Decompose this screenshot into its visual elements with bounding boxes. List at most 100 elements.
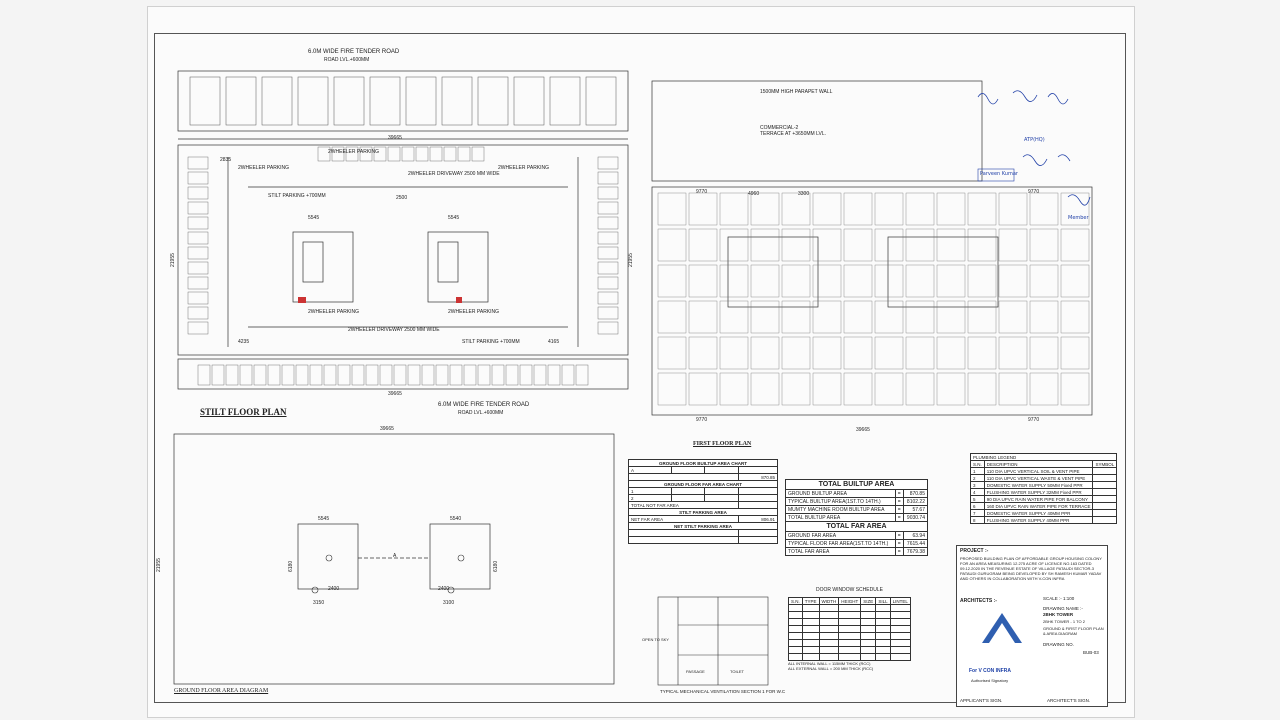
row-label: GROUND FAR AREA [785, 531, 896, 540]
room-outline [812, 264, 842, 298]
parking-bay [393, 364, 407, 386]
parking-bay [597, 321, 619, 335]
legend-symbol [1092, 509, 1118, 517]
parking-bay [421, 364, 435, 386]
parking-bay [337, 364, 351, 386]
legend-symbol [1092, 467, 1118, 475]
room-outline [719, 228, 749, 262]
gf-net-stilt: NET STILT PARKING AREA [628, 522, 778, 530]
legend-desc: 110 DIA UPVC VERTICAL WASTE & VENT PIPE [983, 474, 1094, 482]
gf-net-far: NET FAR AREA [628, 515, 739, 523]
parking-bay [597, 246, 619, 260]
legend-num: 8 [970, 516, 985, 524]
room-outline [843, 336, 873, 370]
legend-symbol [1092, 502, 1118, 510]
row-value: 7679.38 [902, 547, 929, 556]
parking-bay [253, 364, 267, 386]
room-outline [812, 336, 842, 370]
parking-bay [187, 291, 209, 305]
schedule-header: SIZE [860, 597, 877, 605]
table-row: GROUND BUILTUP AREA=870.85 [785, 489, 929, 498]
room-outline [688, 192, 718, 226]
room-outline [1029, 372, 1059, 406]
dim-2400: 2400 [438, 586, 450, 592]
legend-num: 5 [970, 495, 985, 503]
approval-stamps: Parveen Kumar ATP(HQ) Member [968, 87, 1098, 237]
room-outline [936, 264, 966, 298]
dim-3100: 3100 [443, 600, 455, 606]
room-outline [688, 300, 718, 334]
drawing-name-label: DRAWING NAME :- [1043, 606, 1083, 611]
stilt-parking-label: STILT PARKING +700MM [268, 193, 326, 199]
schedule-row [788, 646, 911, 654]
room-outline [843, 228, 873, 262]
gf-stilt-area: STILT PARKING AREA [628, 508, 778, 516]
open-to-sky: OPEN TO SKY [642, 637, 669, 642]
dim-2500: 2500 [396, 195, 408, 201]
room-outline [750, 336, 780, 370]
room-outline [719, 264, 749, 298]
ventilation-section: OPEN TO SKY PASSAGE TOILET TYPICAL MECHA… [638, 595, 785, 695]
shop-unit [477, 76, 509, 126]
parking-bay [597, 261, 619, 275]
schedule-header: HEIGHT [838, 597, 862, 605]
dim-5540: 5540 [450, 516, 462, 522]
row-label: MUMTY MACHINE ROOM BUILTUP AREA [785, 505, 896, 514]
road-top-level: ROAD LVL.+600MM [324, 57, 370, 63]
drawing-frame [154, 33, 1126, 703]
row-label: TYPICAL FLOOR FAR AREA(1ST.TO 14TH.) [785, 539, 896, 548]
gf-net-far-value: 806.91 [737, 515, 779, 523]
gf-builtup-chart: GROUND FLOOR BUILTUP AREA CHART A 870.85… [628, 459, 779, 544]
room-outline [1029, 192, 1059, 226]
dim-9770: 9770 [696, 417, 708, 423]
dim-3150: 3150 [313, 600, 325, 606]
legend-desc: 110 DIA UPVC VERTICAL SOIL & VENT PIPE [983, 467, 1094, 475]
room-outline [874, 264, 904, 298]
room-outline [719, 192, 749, 226]
room-outline [688, 228, 718, 262]
room-outline [812, 372, 842, 406]
legend-col-sn: S.N. [970, 460, 985, 468]
room-outline [905, 192, 935, 226]
parking-label: 2WHEELER PARKING [238, 165, 290, 171]
room-outline [781, 336, 811, 370]
room-outline [1060, 192, 1090, 226]
room-outline [719, 336, 749, 370]
first-floor-plan: 1500MM HIGH PARAPET WALL COMMERCIAL-2 TE… [648, 77, 1108, 447]
legend-num: 6 [970, 502, 985, 510]
room-outline [1029, 228, 1059, 262]
drawing-no-label: DRAWING NO. [1043, 642, 1074, 647]
room-outline [1029, 264, 1059, 298]
legend-symbol [1092, 474, 1118, 482]
table-row: TYPICAL FLOOR FAR AREA(1ST.TO 14TH.)=761… [785, 539, 929, 548]
applicant-sign: APPLICANT'S SIGN. [960, 698, 1003, 703]
shop-unit [513, 76, 545, 126]
room-outline [998, 264, 1028, 298]
parking-bay [187, 246, 209, 260]
parking-bay [187, 201, 209, 215]
drawing-sheet: 6.0M WIDE FIRE TENDER ROAD ROAD LVL.+600… [147, 6, 1135, 718]
room-outline [967, 264, 997, 298]
parking-bay [211, 364, 225, 386]
room-outline [1060, 336, 1090, 370]
parking-bay [323, 364, 337, 386]
room-outline [657, 336, 687, 370]
commercial-label: COMMERCIAL-2 [760, 125, 799, 131]
drawing-no: BUB-03 [1083, 650, 1099, 655]
shop-unit [549, 76, 581, 126]
tower-label: 2BHK TOWER - 1 TO 2 [1043, 619, 1085, 624]
parking-bay [547, 364, 561, 386]
auth-label: Authorised Signatory [971, 678, 1009, 683]
room-outline [967, 300, 997, 334]
parking-bay [187, 261, 209, 275]
parking-bay [317, 146, 331, 162]
schedule-note: ALL EXTERNAL WALL = 200 MM THICK (RCC) [788, 666, 874, 671]
legend-num: 4 [970, 488, 985, 496]
room-outline [688, 264, 718, 298]
shop-unit [441, 76, 473, 126]
parking-bay [373, 146, 387, 162]
